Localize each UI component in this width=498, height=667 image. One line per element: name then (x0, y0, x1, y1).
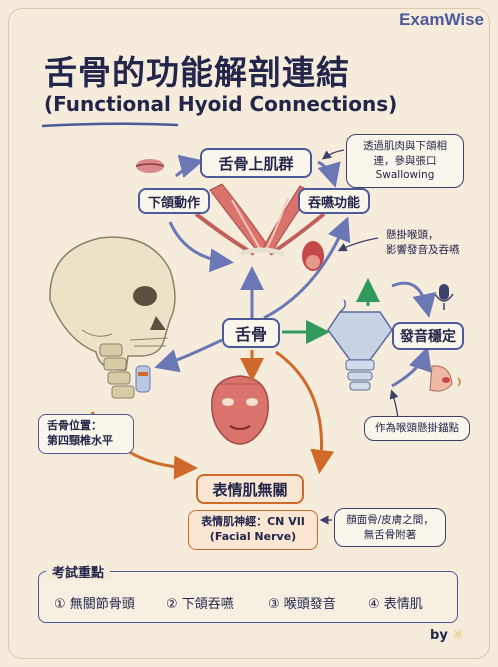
swallow-function-node: 吞嚥功能 (298, 188, 370, 214)
facial-muscle-unrelated-node: 表情肌無關 (196, 474, 304, 504)
hyoid-node: 舌骨 (222, 318, 280, 348)
hyoid-position-label: 舌骨位置： 第四頸椎水平 (38, 414, 134, 454)
exam-point-4: ④ 表情肌 (368, 597, 423, 612)
facial-muscle-illustration (211, 375, 269, 445)
exam-points-title: 考試重點 (46, 562, 111, 581)
larynx-illustration (327, 299, 393, 391)
title-underline (41, 122, 179, 128)
exam-point-1: ① 無關節骨頭 (54, 597, 135, 612)
suprahyoid-node: 舌骨上肌群 (200, 148, 312, 178)
exam-point-3: ③ 喉頭發音 (268, 597, 336, 612)
cranial-nerve-label: 表情肌神經：CN VII (Facial Nerve) (188, 510, 318, 550)
byline-text: by (430, 628, 448, 643)
note-anchor-point: 作為喉頭懸掛錨點 (364, 416, 470, 441)
jaw-movement-node: 下頜動作 (138, 188, 210, 214)
note-no-attachment: 顏面骨/皮膚之間， 無舌骨附著 (334, 508, 446, 548)
speaking-face-icon (429, 365, 461, 392)
neck-larynx-small-illustration (135, 365, 151, 393)
suprahyoid-muscle-illustration (194, 183, 326, 257)
brand-logo: ExamWise (399, 10, 484, 29)
banana-icon: ☼ (452, 628, 464, 643)
skull-illustration (49, 236, 176, 371)
note-suspend-larynx: 懸掛喉頭， 影響發音及吞嚥 (386, 229, 460, 256)
page-subtitle: (Functional Hyoid Connections) (44, 92, 398, 116)
page-title: 舌骨的功能解剖連結 (44, 53, 350, 92)
open-mouth-icon (302, 241, 324, 271)
cervical-spine-illustration (99, 343, 135, 399)
exam-point-2: ② 下頜吞嚥 (166, 597, 234, 612)
page-border (8, 8, 490, 659)
lips-icon (135, 159, 165, 173)
byline: by ☼ (430, 628, 464, 643)
phonation-stability-node: 發音穩定 (392, 322, 464, 350)
note-swallowing: 透過肌肉與下頜相 連，參與張口 Swallowing (346, 134, 464, 189)
microphone-icon (434, 284, 454, 310)
